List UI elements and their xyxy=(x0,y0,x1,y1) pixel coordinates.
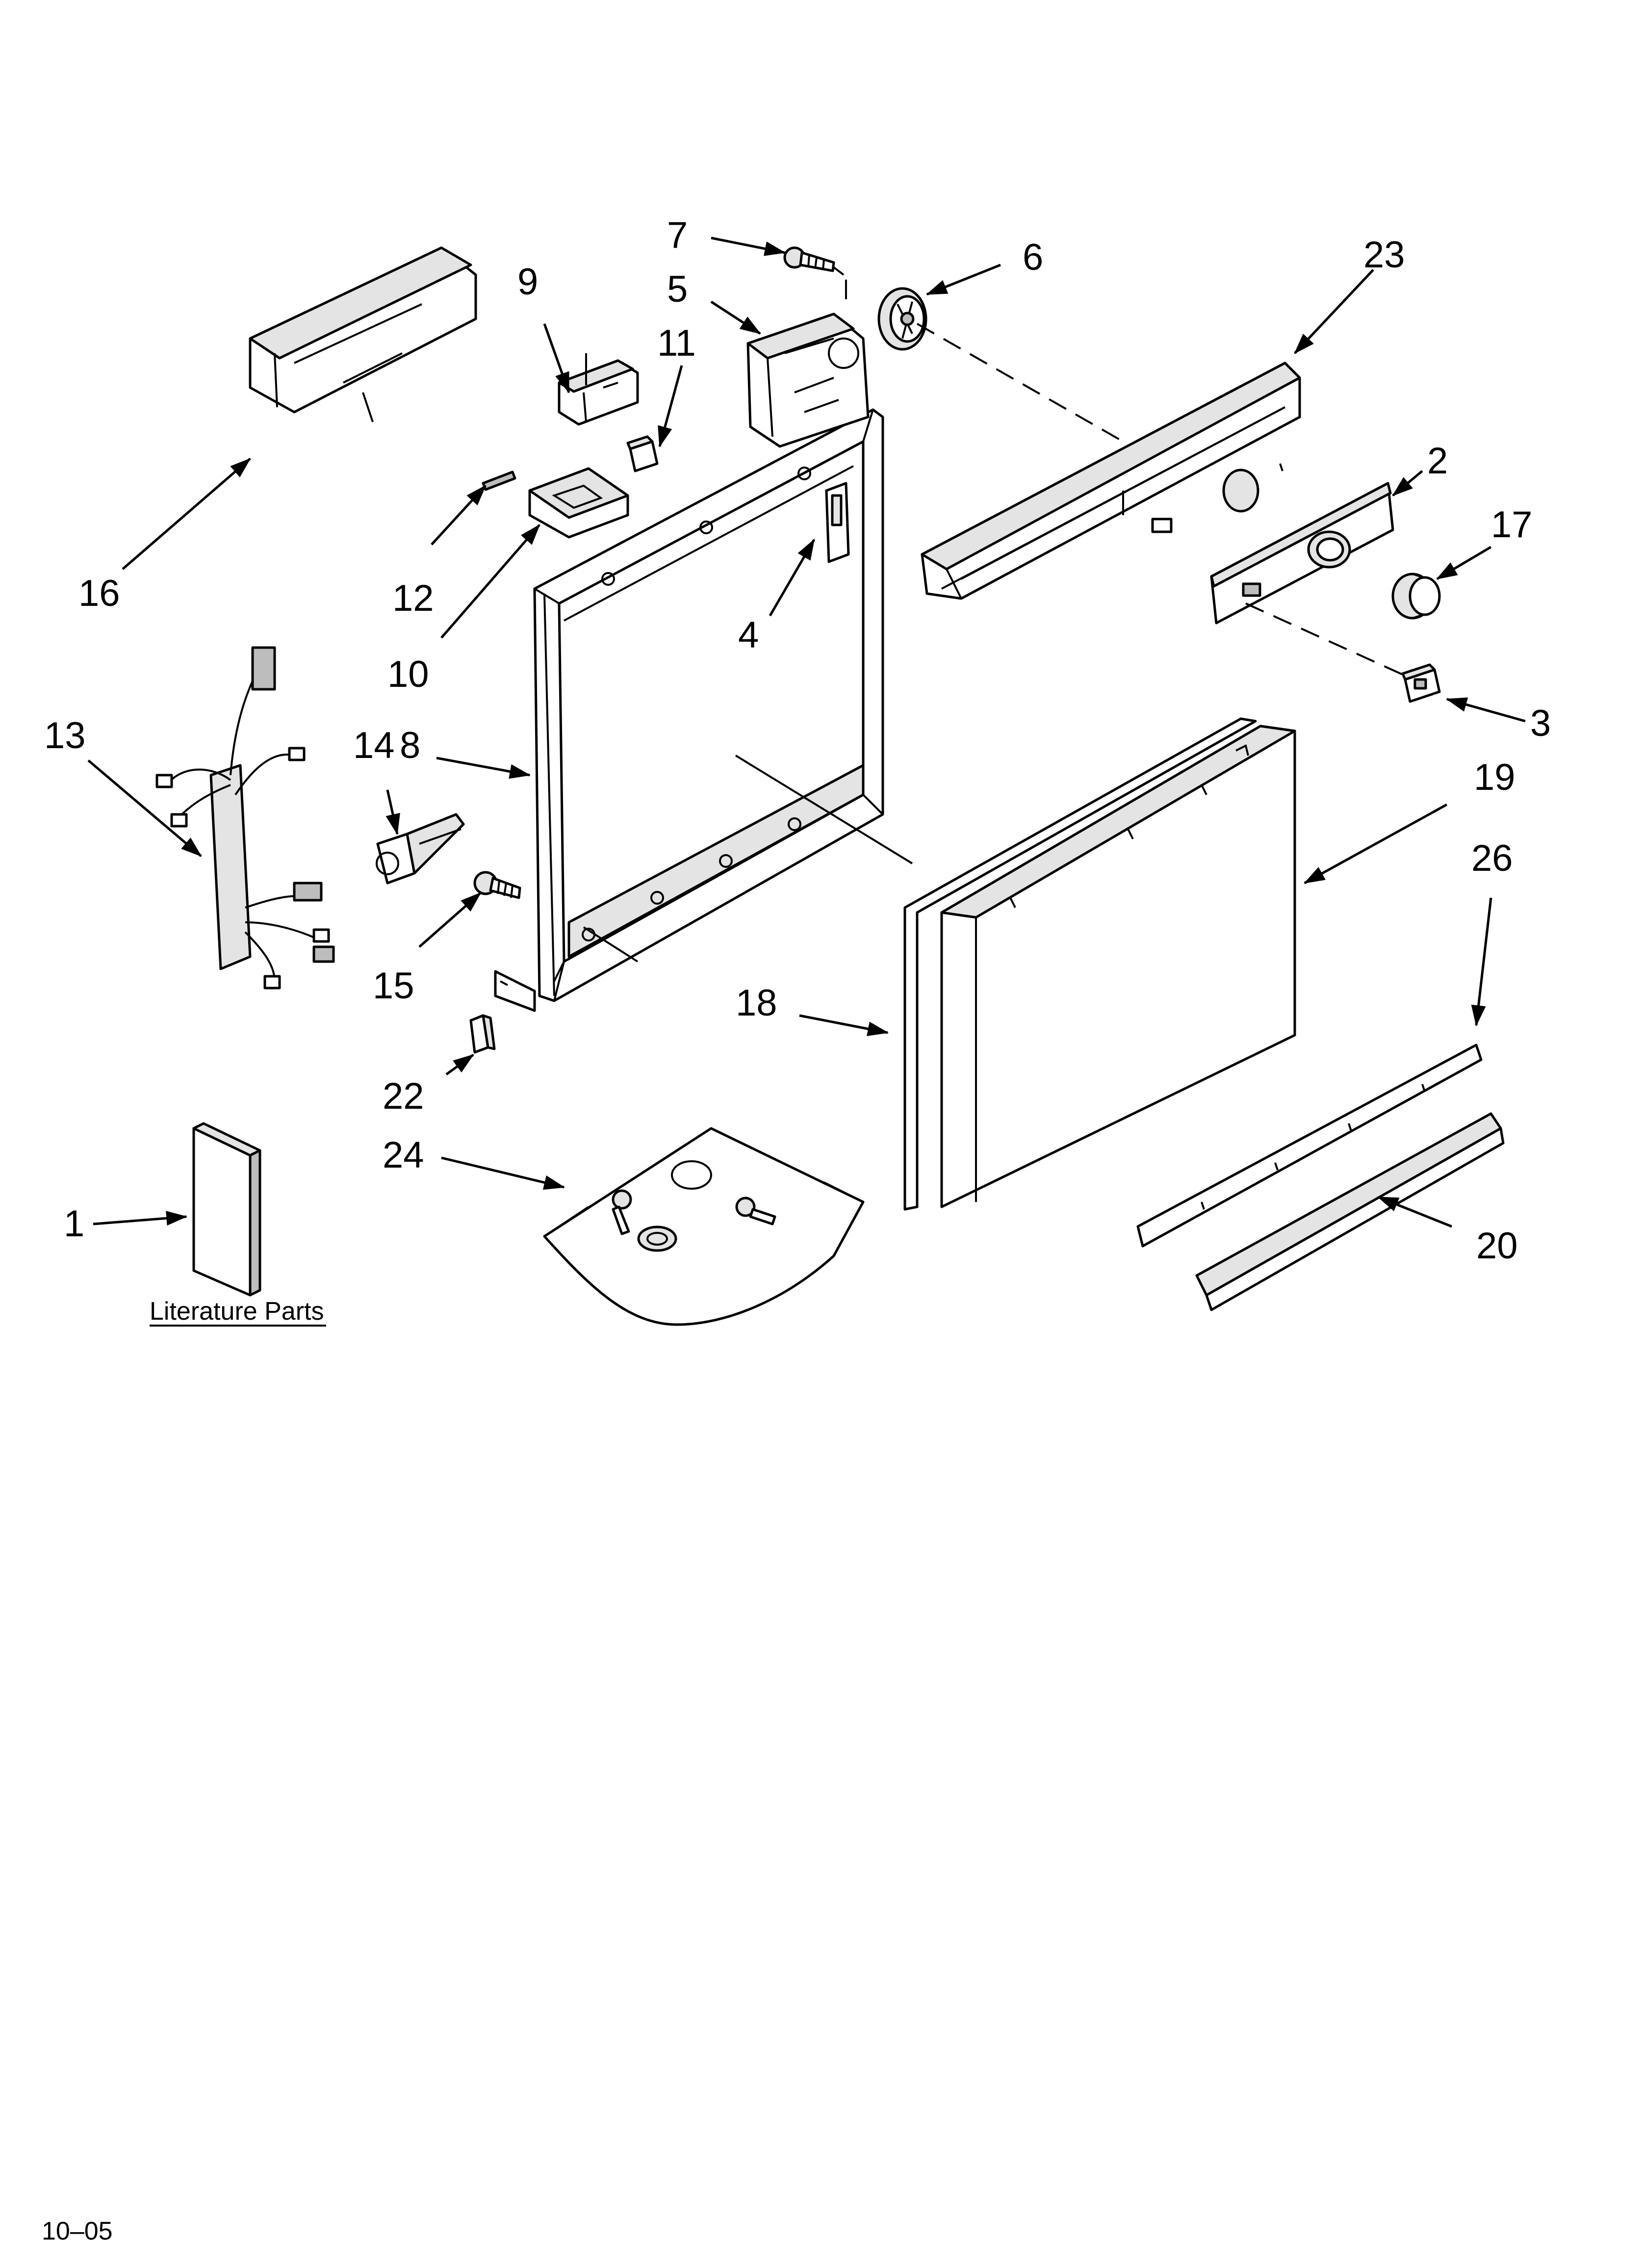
part-9-latch xyxy=(558,359,639,426)
part-22-clip xyxy=(469,1014,496,1054)
assembly-dash-lines xyxy=(419,280,1403,963)
part-4-bracket xyxy=(825,482,850,563)
callout-24: 24 xyxy=(383,1134,424,1176)
part-5-switch-housing xyxy=(746,313,870,448)
part-26-strip xyxy=(1136,1043,1483,1248)
part-20-kickplate xyxy=(1195,1112,1505,1311)
part-24-parts-bag xyxy=(543,1127,865,1326)
leader-lines xyxy=(87,236,1526,1228)
callout-11: 11 xyxy=(657,322,696,364)
part-14-connector xyxy=(376,813,465,885)
part-18-inner-panel xyxy=(903,717,1257,1211)
callout-4: 4 xyxy=(738,614,759,656)
part-11-switch xyxy=(626,435,659,472)
part-3-switch xyxy=(1401,663,1441,703)
part-17-knob xyxy=(1391,573,1441,620)
part-6-knob-disk xyxy=(877,287,927,351)
callout-19: 19 xyxy=(1474,756,1515,798)
callout-22: 22 xyxy=(383,1075,424,1117)
callout-1: 1 xyxy=(64,1203,84,1245)
callout-18: 18 xyxy=(736,982,777,1024)
callout-20: 20 xyxy=(1476,1225,1518,1267)
literature-parts-label: Literature Parts xyxy=(150,1297,324,1326)
callout-14: 14 xyxy=(353,725,395,766)
callout-16: 16 xyxy=(78,573,120,614)
callout-26: 26 xyxy=(1471,837,1513,879)
callout-6: 6 xyxy=(1023,236,1043,278)
part-13-wire-harness xyxy=(155,646,335,990)
callout-9: 9 xyxy=(517,261,538,303)
callout-7: 7 xyxy=(667,214,688,256)
part-19-outer-panel xyxy=(940,725,1296,1208)
callout-2: 2 xyxy=(1427,440,1448,482)
footer-code: 10–05 xyxy=(42,2217,113,2245)
callout-13: 13 xyxy=(44,715,86,756)
part-2-overlay xyxy=(1210,482,1394,625)
callout-15: 15 xyxy=(373,965,414,1007)
callout-5: 5 xyxy=(667,268,688,310)
part-10-latch-base xyxy=(528,467,629,539)
callout-17: 17 xyxy=(1491,504,1533,546)
part-15-screw xyxy=(473,871,521,899)
part-23-control-panel xyxy=(921,362,1301,600)
callout-23: 23 xyxy=(1363,234,1405,276)
part-8-door-frame xyxy=(494,408,884,1012)
callout-10: 10 xyxy=(387,653,429,695)
part-16-cover xyxy=(249,246,477,422)
callout-3: 3 xyxy=(1530,703,1551,744)
callout-12: 12 xyxy=(392,577,434,619)
part-7-screw xyxy=(783,246,845,276)
callout-labels: 1 2 3 4 5 6 7 8 9 10 11 12 13 14 15 16 1… xyxy=(44,214,1551,1267)
part-12-strip xyxy=(482,470,516,491)
callout-8: 8 xyxy=(400,725,420,766)
part-1-literature xyxy=(192,1122,261,1297)
